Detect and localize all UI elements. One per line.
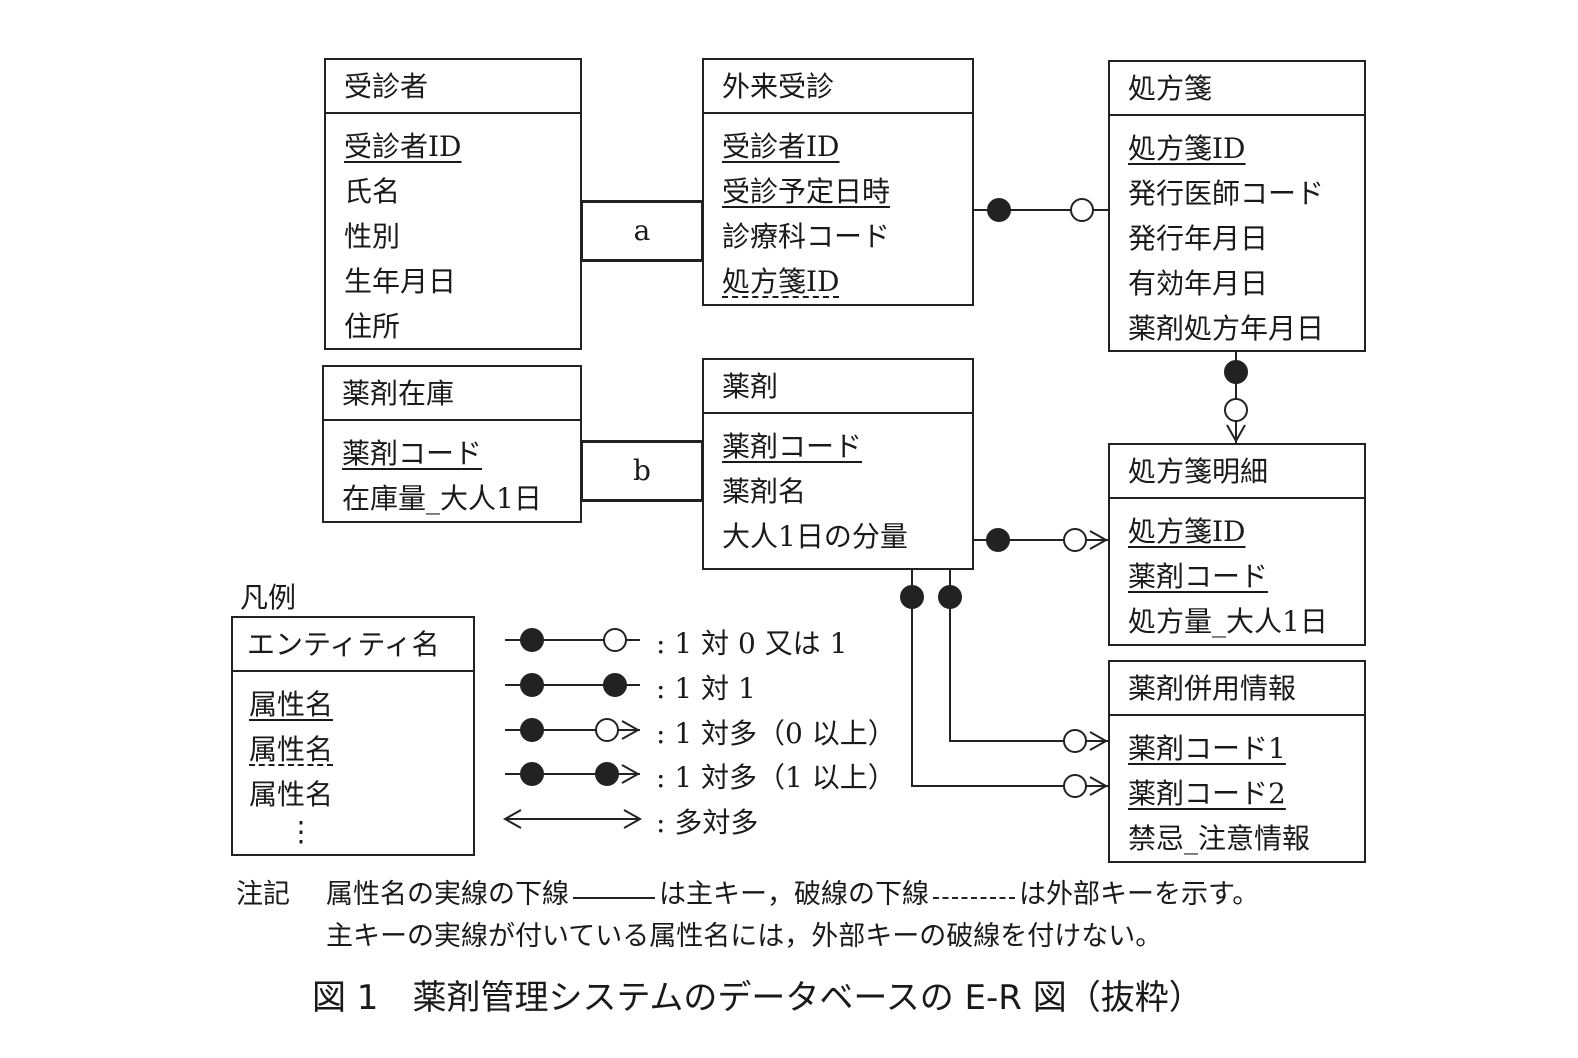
legend-2-filled-dot-right <box>603 673 627 697</box>
prescription-open-circle <box>1070 198 1094 222</box>
entity-name: 受診者 <box>326 60 580 114</box>
interaction1-open-circle <box>1063 729 1087 753</box>
attr-birthdate: 生年月日 <box>344 265 457 298</box>
drug-interaction1-line <box>949 568 1108 742</box>
legend-ellipsis: ⋮ <box>287 815 315 848</box>
attr-drug-code: 薬剤コード <box>722 430 863 463</box>
legend-item-one-to-zero-or-one: : 1 対 0 又は 1 <box>656 627 848 660</box>
legend-attr-pk: 属性名 <box>249 688 334 721</box>
attr-scheduled-datetime: 受診予定日時 <box>722 175 891 208</box>
legend-item-one-to-many-zero: : 1 対多（0 以上） <box>656 717 896 750</box>
attr-doctor-code: 発行医師コード <box>1128 177 1325 210</box>
attr-drug-code-2: 薬剤コード2 <box>1128 777 1286 810</box>
relation-b-label: b <box>633 454 651 487</box>
attr-drug-code: 薬剤コード <box>342 437 483 470</box>
interaction2-open-circle <box>1063 774 1087 798</box>
attr-prescription-id: 処方箋ID <box>1128 132 1246 165</box>
drug-interaction1-arrow <box>1089 731 1109 751</box>
entity-name: 薬剤在庫 <box>324 367 580 421</box>
drug-interaction1-filled-dot <box>938 585 962 609</box>
note-label: 注記 <box>236 879 290 910</box>
prescription-detail-arrow <box>1226 424 1246 444</box>
entity-name: 処方箋明細 <box>1110 445 1364 499</box>
solid-underline-sample <box>573 897 655 899</box>
legend-1-open-circle <box>603 628 627 652</box>
attr-prescribed-qty: 処方量_大人1日 <box>1128 605 1328 638</box>
relation-box-b: b <box>580 440 704 502</box>
drug-detail-arrow <box>1089 530 1109 550</box>
attr-gender: 性別 <box>344 220 401 253</box>
attr-patient-id: 受診者ID <box>722 130 840 163</box>
attr-prescription-id: 処方箋ID <box>1128 515 1246 548</box>
attr-stock-qty: 在庫量_大人1日 <box>342 482 542 515</box>
drug-interaction2-line <box>911 568 1108 787</box>
legend-1-filled-dot <box>520 628 544 652</box>
detail-top-open-circle <box>1224 398 1248 422</box>
attr-dispense-date: 薬剤処方年月日 <box>1128 312 1325 345</box>
attr-address: 住所 <box>344 310 401 343</box>
attr-prescription-id: 処方箋ID <box>722 265 840 298</box>
attr-drug-code: 薬剤コード <box>1128 560 1269 593</box>
attr-patient-id: 受診者ID <box>344 130 462 163</box>
legend-item-one-to-one: : 1 対 1 <box>656 672 756 705</box>
legend-arrow-5-right <box>623 809 643 829</box>
entity-name: 薬剤 <box>704 360 972 414</box>
attr-contraindication-info: 禁忌_注意情報 <box>1128 822 1311 855</box>
visit-side-filled-dot <box>987 198 1011 222</box>
entity-outpatient-visit: 外来受診 受診者ID 受診予定日時 診療科コード 処方箋ID <box>702 58 974 306</box>
legend-item-many-to-many: : 多対多 <box>656 806 759 839</box>
relation-a-label: a <box>633 214 651 247</box>
legend-3-filled-dot <box>520 718 544 742</box>
legend-entity-name: エンティティ名 <box>233 618 473 672</box>
legend-attr-plain: 属性名 <box>249 778 334 811</box>
note-line-2: 主キーの実線が付いている属性名には，外部キーの破線を付けない。 <box>326 921 1163 952</box>
entity-drug-stock: 薬剤在庫 薬剤コード 在庫量_大人1日 <box>322 365 582 523</box>
legend-2-filled-dot-left <box>520 673 544 697</box>
legend-3-open-circle <box>595 718 619 742</box>
note-line1-part-b: は主キー，破線の下線 <box>659 879 929 910</box>
legend-arrow-4 <box>621 764 641 784</box>
attr-dept-code: 診療科コード <box>722 220 891 253</box>
legend-attr-fk: 属性名 <box>249 733 334 766</box>
detail-left-open-circle <box>1063 528 1087 552</box>
note-line1-part-a: 属性名の実線の下線 <box>326 879 569 910</box>
attr-drug-code-1: 薬剤コード1 <box>1128 732 1286 765</box>
legend-arrow-5-left <box>502 809 522 829</box>
figure-caption: 図 1 薬剤管理システムのデータベースの E-R 図（抜粋） <box>312 978 1203 1018</box>
entity-prescription: 処方箋 処方箋ID 発行医師コード 発行年月日 有効年月日 薬剤処方年月日 <box>1108 60 1366 352</box>
legend-item-one-to-many-one: : 1 対多（1 以上） <box>656 761 896 794</box>
legend-entity-box: エンティティ名 属性名 属性名 属性名 ⋮ <box>231 616 475 856</box>
entity-name: 処方箋 <box>1110 62 1364 116</box>
attr-name: 氏名 <box>344 175 401 208</box>
relation-box-a: a <box>580 200 704 262</box>
prescription-side-filled-dot <box>1224 360 1248 384</box>
drug-interaction2-arrow <box>1089 776 1109 796</box>
entity-drug-interaction: 薬剤併用情報 薬剤コード1 薬剤コード2 禁忌_注意情報 <box>1108 660 1366 863</box>
drug-interaction2-filled-dot <box>900 585 924 609</box>
entity-name: 外来受診 <box>704 60 972 114</box>
entity-prescription-detail: 処方箋明細 処方箋ID 薬剤コード 処方量_大人1日 <box>1108 443 1366 646</box>
attr-adult-daily-dose: 大人1日の分量 <box>722 520 908 553</box>
entity-drug: 薬剤 薬剤コード 薬剤名 大人1日の分量 <box>702 358 974 570</box>
note-line1-part-c: は外部キーを示す。 <box>1019 879 1260 910</box>
entity-name: 薬剤併用情報 <box>1110 662 1364 716</box>
legend-4-filled-dot-right <box>595 762 619 786</box>
legend-arrow-3 <box>621 720 641 740</box>
note-line-1: 属性名の実線の下線 は主キー，破線の下線 は外部キーを示す。 <box>326 872 1259 911</box>
entity-patient: 受診者 受診者ID 氏名 性別 生年月日 住所 <box>324 58 582 350</box>
attr-drug-name: 薬剤名 <box>722 475 807 508</box>
drug-side-filled-dot <box>986 528 1010 552</box>
legend-title: 凡例 <box>240 581 297 614</box>
attr-valid-date: 有効年月日 <box>1128 267 1269 300</box>
dashed-underline-sample <box>933 897 1015 899</box>
attr-issue-date: 発行年月日 <box>1128 222 1269 255</box>
legend-4-filled-dot-left <box>520 762 544 786</box>
